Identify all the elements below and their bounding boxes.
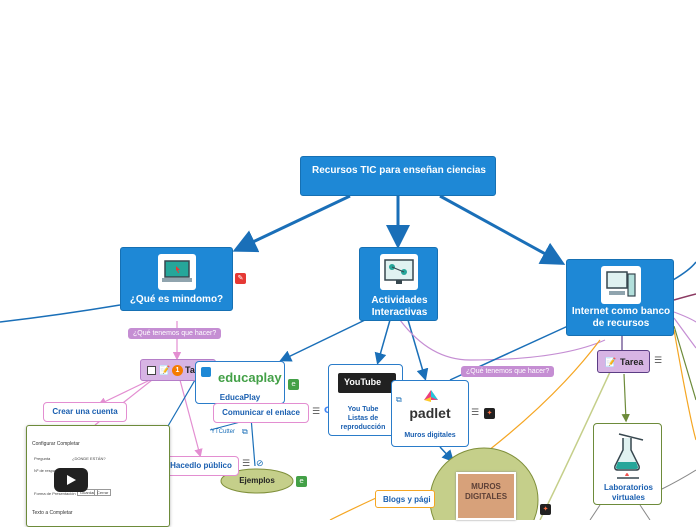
doc-row-2: Nº de respuestas	[34, 468, 65, 473]
branch-actividades-label: Actividades Interactivas	[371, 295, 428, 318]
laboratorios-label: Laboratorios virtuales	[604, 483, 653, 502]
murales-image: MUROS DIGITALES	[456, 472, 516, 520]
que-hacer-left-pill[interactable]: ¿Qué tenemos que hacer?	[128, 328, 222, 339]
list-icon: ☰	[654, 356, 663, 366]
google-icon: G	[324, 406, 331, 416]
embedded-doc-title: Configurar Completar	[32, 441, 80, 447]
branch-mindomo[interactable]: ¿Qué es mindomo?	[120, 247, 233, 311]
embedded-doc[interactable]: Configurar Completar Pregunta ¿DONDE EST…	[26, 425, 170, 527]
educaplay-label: EducaPlay	[219, 393, 261, 402]
branch-internet-label: Internet como banco de recursos	[571, 306, 671, 329]
root-label: Recursos TIC para enseñan ciencias	[312, 165, 486, 176]
tarea-right-node[interactable]: 📝 Tarea	[597, 350, 650, 373]
link-icon: ⧉	[242, 427, 248, 436]
note-icon: 📝	[159, 365, 171, 375]
padlet-label: Muros digitales	[404, 432, 456, 439]
padlet-logo: padlet	[409, 405, 451, 421]
mindmap-icon: ✎	[235, 273, 246, 284]
link-icon: ⧉	[396, 395, 402, 404]
branch-mindomo-label: ¿Qué es mindomo?	[129, 294, 224, 305]
branch-internet[interactable]: Internet como banco de recursos	[566, 259, 674, 336]
educaplay-node[interactable]: educaplay EducaPlay	[195, 361, 285, 404]
hacedlo-publico-node[interactable]: Hacedlo público	[163, 456, 239, 476]
play-icon[interactable]	[54, 468, 88, 492]
que-hacer-right-pill[interactable]: ¿Qué tenemos que hacer?	[461, 366, 555, 377]
list-icon: ☰	[242, 459, 251, 469]
checkbox-icon[interactable]	[147, 366, 156, 375]
padlet-node[interactable]: ⧉ padlet Muros digitales	[391, 380, 469, 447]
root-node[interactable]: Recursos TIC para enseñan ciencias	[300, 156, 496, 196]
flask-icon	[603, 430, 653, 480]
murales-badge: ✦	[540, 504, 551, 515]
youtube-node[interactable]: YouTube You Tube Listas de reproducción	[328, 364, 403, 436]
laptop-icon	[158, 254, 196, 290]
network-icon	[380, 254, 418, 290]
doc-row-3: Forma de Presentación Guardar Cerrar	[32, 489, 160, 499]
blogs-node[interactable]: Blogs y pági	[375, 490, 435, 508]
laboratorios-node[interactable]: Laboratorios virtuales	[593, 423, 662, 505]
computer-icon	[601, 266, 641, 304]
list-icon: ☰	[312, 407, 321, 417]
ejemplos-node[interactable]: Ejemplos	[239, 476, 275, 485]
branch-actividades[interactable]: Actividades Interactivas	[359, 247, 438, 321]
link-icon	[201, 367, 211, 377]
youtube-logo: YouTube	[338, 373, 396, 393]
tarea-right-label: Tarea	[620, 357, 644, 367]
crear-cuenta-node[interactable]: Crear una cuenta	[43, 402, 127, 422]
ejemplos-badge: e	[296, 476, 307, 487]
educaplay-logo: educaplay	[218, 370, 282, 385]
embedded-doc-footer: Texto a Completar	[32, 510, 73, 516]
padlet-badge: ✦	[484, 408, 495, 419]
padlet-bird-icon	[422, 388, 440, 402]
list-icon: ☰	[471, 408, 480, 418]
youtube-label: You Tube Listas de reproducción	[340, 406, 386, 431]
ytcutter-node[interactable]: YTCutter	[211, 429, 236, 435]
educaplay-badge: e	[288, 379, 299, 390]
link-icon: ⊘	[256, 459, 264, 469]
doc-close-button[interactable]: Cerrar	[94, 489, 112, 496]
doc-row-1: Pregunta ¿DONDE ESTÁN?	[34, 456, 106, 461]
doc-save-button[interactable]: Guardar	[77, 489, 98, 496]
note-icon: 📝	[605, 357, 617, 367]
tarea-left-badge: 1	[172, 365, 183, 376]
comunicar-node[interactable]: Comunicar el enlace	[213, 403, 309, 423]
